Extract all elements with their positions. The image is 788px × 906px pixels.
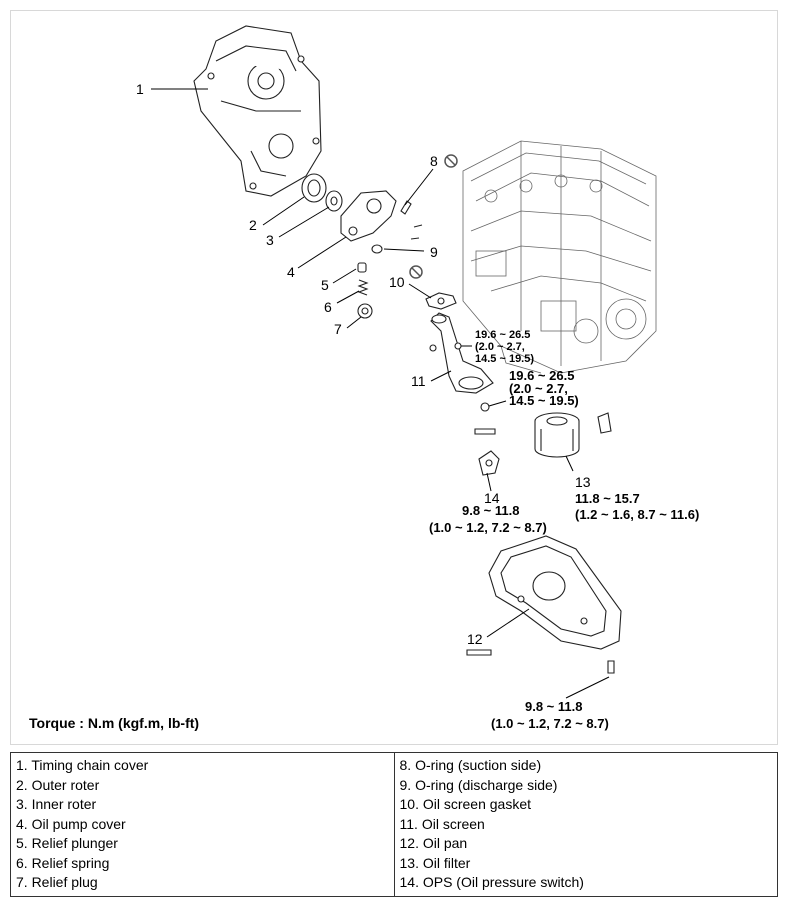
callout-12: 12 [467,631,483,647]
legend-column-left: 1. Timing chain cover 2. Outer roter 3. … [10,752,395,897]
screen-bracket-bolt [480,402,490,412]
oil-pump-cover [340,190,397,242]
legend-item: 2. Outer roter [16,776,100,793]
relief-spring [357,279,369,296]
legend-item: 13. Oil filter [399,854,471,871]
filter-bracket [597,412,612,434]
torque-spec-screen-bolt-b: 19.6 ~ 26.5 (2.0 ~ 2.7, 14.5 ~ 19.5) [509,368,579,408]
legend-column-right: 8. O-ring (suction side) 9. O-ring (disc… [393,752,778,897]
pump-bolt-2 [410,237,420,240]
outer-roter [301,173,327,203]
legend-item: 11. Oil screen [399,815,485,832]
torque-spec-ops: 9.8 ~ 11.8 (1.0 ~ 1.2, 7.2 ~ 8.7) [429,503,547,535]
oil-pan [488,535,622,650]
screen-bolt-lower [429,344,437,352]
callout-3: 3 [266,232,274,248]
legend-item: 12. Oil pan [399,835,468,851]
callout-6: 6 [324,299,332,315]
callout-9: 9 [430,244,438,260]
svg-text:(1.0 ~ 1.2, 7.2 ~ 8.7): (1.0 ~ 1.2, 7.2 ~ 8.7) [429,520,547,535]
legend-item: 7. Relief plug [16,874,98,890]
diagram-frame: 1 2 3 4 5 6 7 8 9 10 11 12 13 14 19.6 ~ … [10,10,778,745]
callout-11: 11 [411,373,426,389]
ops-bolt [474,428,496,435]
oil-pan-bolt [466,649,492,656]
legend-item: 6. Relief spring [16,854,110,871]
torque-spec-oil-pan: 9.8 ~ 11.8 (1.0 ~ 1.2, 7.2 ~ 8.7) [491,699,609,731]
engine-block [462,140,657,374]
svg-text:14.5 ~ 19.5): 14.5 ~ 19.5) [509,393,579,408]
leader-lines [151,88,610,699]
svg-text:9.8 ~ 11.8: 9.8 ~ 11.8 [462,503,519,518]
relief-plug [357,303,373,319]
callout-14: 14 [484,490,500,506]
svg-text:(1.0 ~ 1.2, 7.2 ~ 8.7): (1.0 ~ 1.2, 7.2 ~ 8.7) [491,716,609,731]
oil-pan-drain-bolt [607,660,615,674]
legend-row: 1. Timing chain cover 2. Outer roter 3. … [10,752,778,897]
callout-5: 5 [321,277,329,293]
oil-filter [534,412,580,458]
ops-switch [478,450,500,476]
timing-chain-cover [193,25,322,197]
callout-1: 1 [136,81,144,97]
svg-text:9.8 ~ 11.8: 9.8 ~ 11.8 [525,699,582,714]
legend-item: 3. Inner roter [16,796,97,812]
callout-13: 13 [575,474,591,490]
oil-screen-gasket [425,292,457,310]
svg-text:19.6 ~ 26.5: 19.6 ~ 26.5 [509,368,574,383]
svg-text:(2.0 ~ 2.7,: (2.0 ~ 2.7, [509,381,568,396]
callout-10: 10 [389,274,405,290]
torque-spec-screen-bolt-a: 19.6 ~ 26.5 (2.0 ~ 2.7, 14.5 ~ 19.5) [475,329,534,365]
legend-item: 10. Oil screen gasket [399,796,532,812]
callout-labels: 1 2 3 4 5 6 7 8 9 10 11 12 13 14 [136,81,591,647]
callout-4: 4 [287,264,295,280]
torque-unit-note: Torque : N.m (kgf.m, lb-ft) [29,715,199,731]
prohibition-circle-icon [444,154,458,168]
svg-text:(2.0 ~ 2.7,: (2.0 ~ 2.7, [475,341,525,353]
legend-item: 4. Oil pump cover [16,815,126,832]
legend-item: 9. O-ring (discharge side) [399,776,558,793]
legend-item: 14. OPS (Oil pressure switch) [399,874,584,890]
torque-spec-oil-filter: 11.8 ~ 15.7 (1.2 ~ 1.6, 8.7 ~ 11.6) [575,491,699,522]
legend-table: 1. Timing chain cover 2. Outer roter 3. … [10,752,778,897]
screen-bolt [454,342,462,350]
svg-text:19.6 ~ 26.5: 19.6 ~ 26.5 [475,329,530,341]
legend-item: 8. O-ring (suction side) [399,757,542,773]
callout-7: 7 [334,321,342,337]
oil-screen [430,312,494,394]
svg-text:(1.2 ~ 1.6, 8.7 ~ 11.6): (1.2 ~ 1.6, 8.7 ~ 11.6) [575,507,699,522]
svg-text:14.5 ~ 19.5): 14.5 ~ 19.5) [475,353,534,365]
callout-8: 8 [430,153,438,169]
o-ring-discharge [371,244,383,254]
legend-item: 5. Relief plunger [16,835,118,851]
callout-2: 2 [249,217,257,233]
legend-item: 1. Timing chain cover [16,757,149,773]
exploded-view-diagram: 1 2 3 4 5 6 7 8 9 10 11 12 13 14 19.6 ~ … [29,25,699,731]
svg-text:11.8 ~ 15.7: 11.8 ~ 15.7 [575,491,640,506]
prohibition-circle-icon [409,265,423,279]
inner-roter [325,190,343,212]
relief-plunger [357,262,367,273]
pump-bolt [413,224,423,228]
